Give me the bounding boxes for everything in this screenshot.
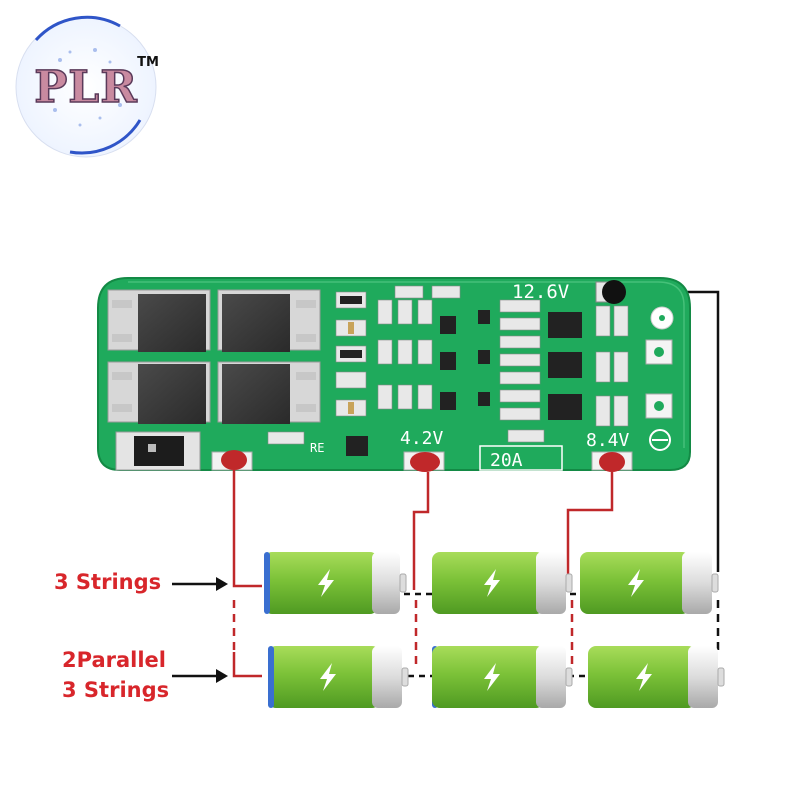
parallel-label-line2: 3 Strings xyxy=(62,678,170,702)
battery-icon xyxy=(268,646,409,708)
battery-row-top xyxy=(264,552,719,614)
voltage-label-4v2: 4.2V xyxy=(400,428,444,449)
plr-logo: PLR TM xyxy=(15,15,159,158)
trademark-mark: TM xyxy=(137,55,159,70)
battery-icon xyxy=(580,552,719,614)
current-rating-label: 20A xyxy=(490,450,523,471)
arrow-right-icon xyxy=(172,577,228,591)
smd-components xyxy=(267,285,629,456)
battery-icon xyxy=(264,552,407,614)
shunt-resistor xyxy=(115,431,201,471)
bms-board: 12.6V 4.2V 8.4V 20A RE xyxy=(97,277,691,471)
battery-row-bottom xyxy=(268,646,725,708)
battery-icon xyxy=(588,646,725,708)
logo-text: PLR xyxy=(34,62,138,113)
voltage-label-8v4: 8.4V xyxy=(586,430,630,451)
battery-icon xyxy=(432,646,573,708)
battery-icon xyxy=(432,552,573,614)
parallel-label-line1: 2Parallel xyxy=(62,648,166,672)
series-label: 3 Strings xyxy=(54,570,162,594)
solder-points xyxy=(221,280,626,472)
red-wires xyxy=(232,470,614,678)
arrow-right-icon xyxy=(172,669,228,683)
voltage-label-12v6: 12.6V xyxy=(512,281,569,303)
mosfet-array xyxy=(107,289,321,424)
re-marking: RE xyxy=(310,441,324,455)
